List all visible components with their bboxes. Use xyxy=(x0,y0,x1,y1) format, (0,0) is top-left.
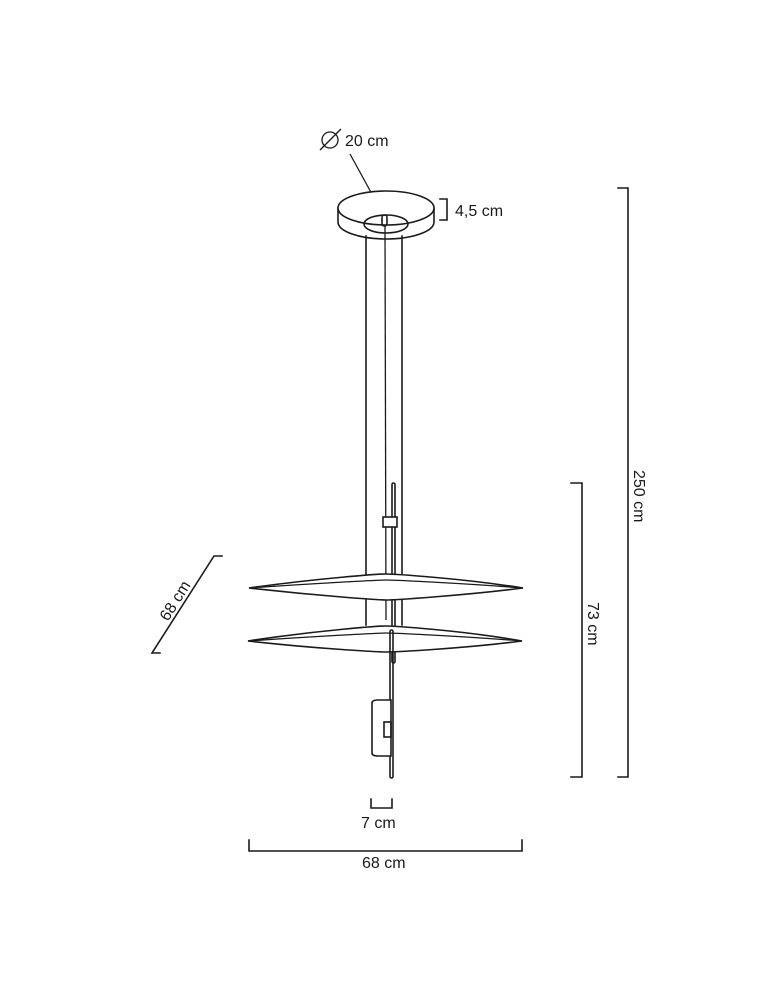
driver-body xyxy=(371,699,392,757)
canopy-height-dimension: 4,5 cm xyxy=(439,198,503,221)
canopy-diameter-label: 20 cm xyxy=(345,133,389,150)
diameter-symbol-icon xyxy=(319,128,342,151)
total-height-label: 250 cm xyxy=(630,470,647,522)
canopy-height-label: 4,5 cm xyxy=(455,203,503,220)
leader-line xyxy=(349,153,374,197)
lower-diffuser-blade xyxy=(247,625,523,653)
canopy-diameter-annotation: 20 cm xyxy=(319,128,389,197)
upper-diffuser-blade xyxy=(248,573,524,601)
fixture-height-dimension: 73 cm xyxy=(570,482,601,778)
body-width-label: 7 cm xyxy=(361,815,396,832)
diffuser-depth-dimension: 68 cm xyxy=(150,555,223,654)
total-height-dimension: 250 cm xyxy=(617,187,647,778)
suspension-stem xyxy=(365,225,403,664)
diffuser-width-label: 68 cm xyxy=(362,855,406,872)
fixture-height-label: 73 cm xyxy=(584,602,601,646)
ceiling-canopy xyxy=(337,190,435,240)
body-width-dimension: 7 cm xyxy=(361,798,396,832)
diffuser-width-dimension: 68 cm xyxy=(248,839,523,872)
